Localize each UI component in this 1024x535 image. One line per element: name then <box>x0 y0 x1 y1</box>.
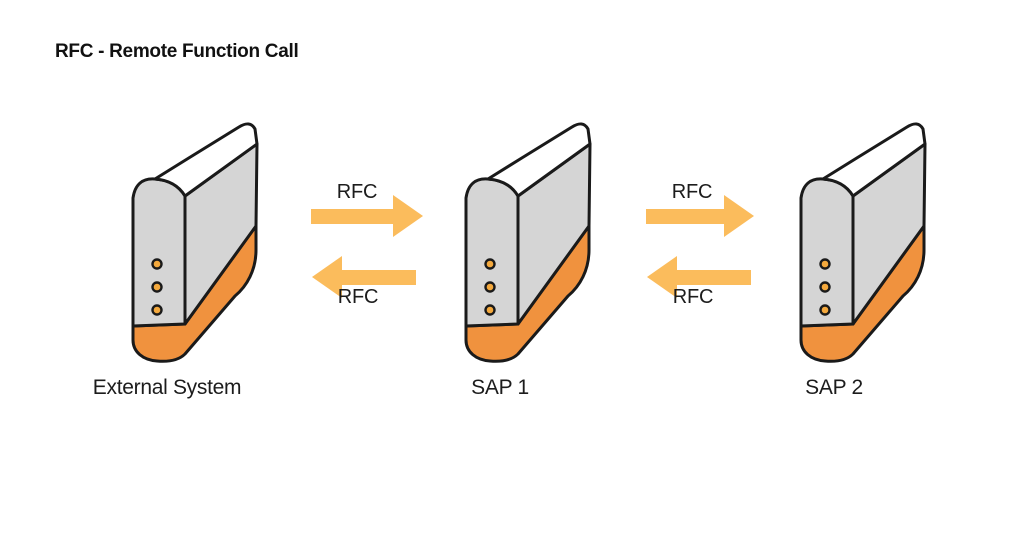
led-icon <box>819 304 831 316</box>
server-led-lights <box>151 258 163 316</box>
led-icon <box>151 304 163 316</box>
led-icon <box>484 304 496 316</box>
arrow-left-sap1-to-ext <box>312 256 416 298</box>
server-top-face <box>153 122 259 198</box>
arrow-right-ext-to-sap1 <box>311 195 423 237</box>
server-tower-icon <box>799 122 927 363</box>
server-led-lights <box>819 258 831 316</box>
server-front-face <box>131 177 187 328</box>
node-label-sap-1: SAP 1 <box>471 376 529 399</box>
server-front-face <box>799 177 855 328</box>
led-icon <box>484 258 496 270</box>
arrow-shaft <box>646 209 728 224</box>
led-icon <box>819 281 831 293</box>
arrow-shaft <box>673 270 751 285</box>
rfc-label-sap1-to-sap2: RFC <box>671 181 713 203</box>
server-tower-icon <box>464 122 592 363</box>
server-tower-icon <box>131 122 259 363</box>
arrow-shaft <box>338 270 416 285</box>
rfc-label-sap2-to-sap1: RFC <box>672 286 714 308</box>
server-base-shape <box>464 224 591 363</box>
arrow-right-sap1-to-sap2 <box>646 195 754 237</box>
diagram-title: RFC - Remote Function Call <box>55 41 299 62</box>
server-icon-sap-2 <box>795 118 935 370</box>
arrow-left-sap2-to-sap1 <box>647 256 751 298</box>
server-led-lights <box>484 258 496 316</box>
server-base-shape <box>799 224 926 363</box>
server-top-face <box>486 122 592 198</box>
server-top-face <box>821 122 927 198</box>
led-icon <box>151 281 163 293</box>
arrow-head-icon <box>393 195 423 237</box>
node-label-sap-2: SAP 2 <box>805 376 863 399</box>
node-label-external-system: External System <box>92 376 242 399</box>
led-icon <box>819 258 831 270</box>
server-front-face <box>464 177 520 328</box>
server-icon-sap-1 <box>460 118 600 370</box>
rfc-label-sap1-to-ext: RFC <box>337 286 379 308</box>
server-icon-external-system <box>127 118 267 370</box>
server-base-shape <box>131 224 258 363</box>
arrow-head-icon <box>647 256 677 298</box>
led-icon <box>484 281 496 293</box>
rfc-label-ext-to-sap1: RFC <box>336 181 378 203</box>
arrow-head-icon <box>312 256 342 298</box>
arrow-shaft <box>311 209 397 224</box>
arrow-head-icon <box>724 195 754 237</box>
led-icon <box>151 258 163 270</box>
